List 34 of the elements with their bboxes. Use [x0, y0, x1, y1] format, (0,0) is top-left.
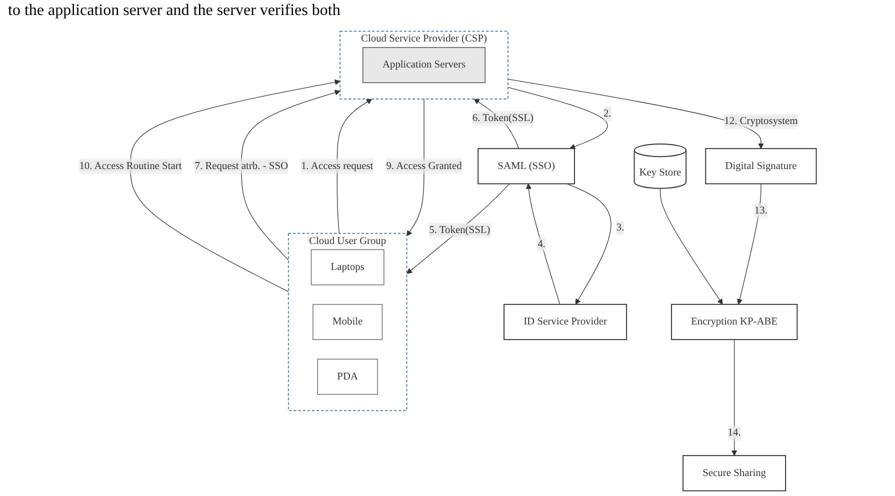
edge-label: 3.	[616, 222, 624, 234]
edge-label: 9. Access Granted	[386, 160, 462, 172]
edge-label: 13.	[754, 204, 768, 216]
edge-label: 14.	[728, 427, 741, 438]
note-text: to the application server and the server verifies both	[8, 2, 340, 19]
edge-label: 4.	[537, 238, 546, 250]
node-box: Mobile	[312, 304, 382, 340]
edge-label: 7. Request atrb. - SSO	[194, 160, 288, 172]
edge-label: 5. Token(SSL)	[428, 224, 490, 236]
arrow	[507, 78, 764, 149]
arrow	[736, 183, 762, 305]
edge-label: 10. Access Routine Start	[78, 160, 182, 172]
arrow	[406, 183, 510, 274]
arrow	[240, 90, 340, 260]
node-box: ID Service Provider	[503, 304, 627, 340]
node-box: Digital Signature	[704, 148, 816, 184]
edge-label: 1. Access request	[300, 160, 373, 172]
node-box: Secure Sharing	[682, 455, 786, 492]
arrow	[660, 188, 723, 305]
arrow	[406, 98, 424, 236]
arrow	[336, 98, 372, 234]
edge-label: 6. Token(SSL)	[472, 112, 534, 124]
node-box: Encryption KP-ABE	[670, 304, 798, 340]
node-box: Laptops	[310, 249, 384, 286]
node-box: SAML (SSO)	[477, 148, 575, 184]
arrow	[507, 87, 608, 150]
edge-label: 2.	[603, 108, 612, 119]
node-box: Application Servers	[362, 47, 486, 84]
edge-label: 12. Cryptosystem	[724, 116, 798, 127]
arrow	[566, 183, 611, 305]
node-box: PDA	[317, 358, 378, 395]
arrow	[130, 79, 340, 292]
arrow	[526, 184, 560, 305]
arrow	[731, 339, 737, 456]
